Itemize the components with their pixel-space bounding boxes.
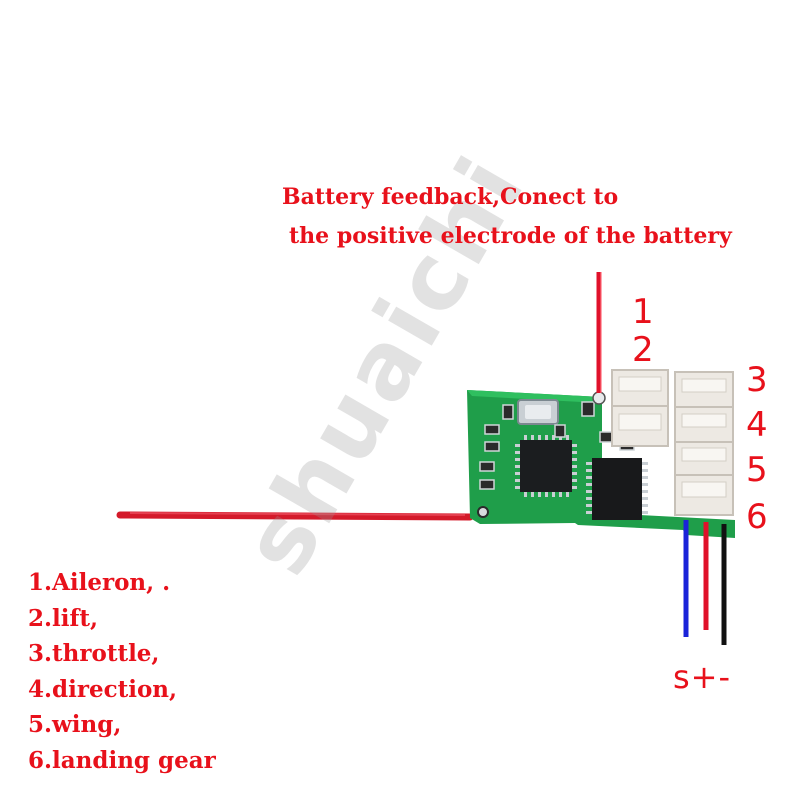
legend-item: 3.throttle, bbox=[28, 640, 160, 667]
mcu-chip bbox=[520, 440, 572, 492]
channel-legend: 1.Aileron, . 2.lift, 3.throttle, 4.direc… bbox=[28, 565, 216, 778]
driver-chip bbox=[592, 458, 642, 520]
port-number-6: 6 bbox=[746, 497, 768, 537]
port-number-3: 3 bbox=[746, 360, 768, 400]
battery-caption-line1: Battery feedback,Conect to bbox=[282, 184, 619, 210]
port-number-4: 4 bbox=[746, 405, 768, 445]
legend-item: 2.lift, bbox=[28, 604, 99, 632]
legend-item: 5.wing, bbox=[28, 711, 122, 738]
legend-item: 1.Aileron, . bbox=[28, 569, 171, 596]
port-number-2: 2 bbox=[632, 330, 654, 370]
polarity-label: s+- bbox=[673, 658, 732, 696]
legend-item: 4.direction, bbox=[28, 675, 178, 703]
port-number-1: 1 bbox=[632, 292, 654, 332]
servo-connectors bbox=[611, 369, 734, 516]
legend-item: 6.landing gear bbox=[28, 746, 216, 774]
battery-caption-line2: the positive electrode of the battery bbox=[289, 223, 732, 249]
port-number-5: 5 bbox=[746, 450, 768, 490]
pcb-board bbox=[467, 390, 735, 538]
antenna-wire bbox=[116, 511, 474, 521]
